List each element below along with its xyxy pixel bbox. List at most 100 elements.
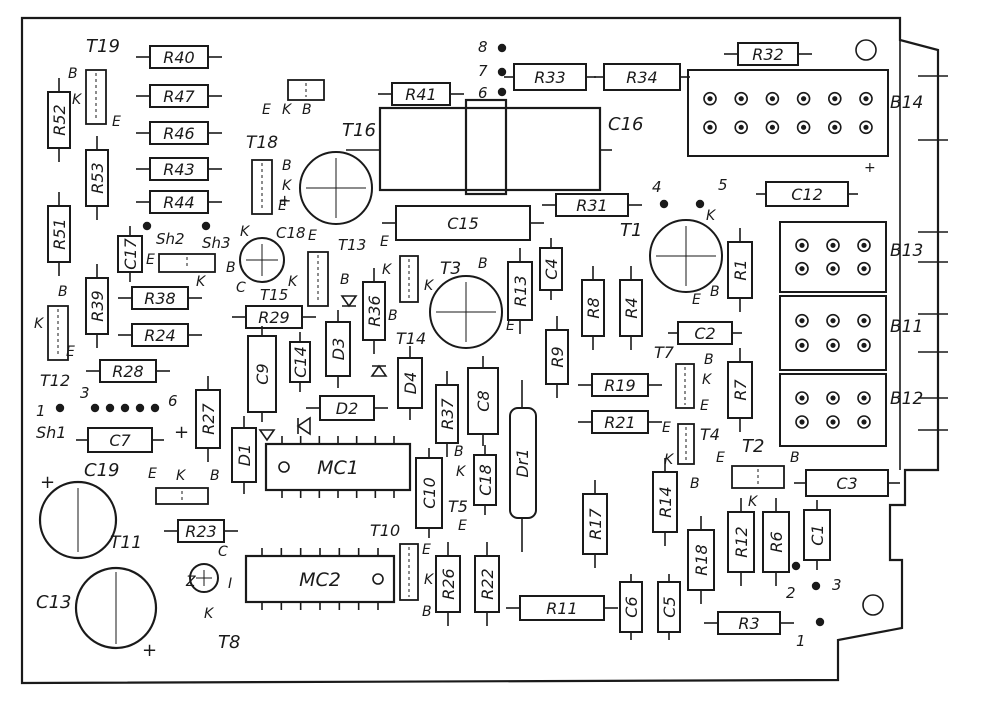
resistor-r19 — [578, 373, 662, 397]
resistor-label: R27 — [199, 402, 218, 434]
solder-pad — [659, 199, 669, 209]
transistor-label: T3 — [440, 259, 461, 279]
resistor-label: R39 — [88, 290, 107, 321]
pin-letter: K — [196, 274, 207, 290]
resistor-r7 — [727, 348, 753, 432]
transistor-label: T12 — [40, 371, 70, 390]
diode-label: D2 — [336, 399, 359, 418]
connector-b14 — [687, 69, 889, 157]
capacitor-label: C7 — [109, 431, 131, 450]
solder-pad — [135, 403, 145, 413]
resistor-r51 — [47, 192, 71, 276]
resistor-label: R12 — [732, 526, 751, 557]
connector-label: B13 — [890, 241, 923, 261]
transistor-label: T14 — [396, 329, 426, 348]
solder-pad — [105, 403, 115, 413]
resistor-r27 — [195, 376, 221, 462]
resistor-label: R26 — [439, 568, 458, 599]
resistor-label: R21 — [604, 413, 635, 432]
transistor-label: T11 — [110, 533, 142, 553]
pin-letter: E — [692, 292, 701, 308]
resistor-r12 — [727, 498, 755, 586]
resistor-r31 — [542, 193, 642, 217]
plus-mark: + — [142, 640, 157, 661]
solder-pad — [201, 221, 211, 231]
resistor-r3 — [704, 611, 794, 635]
pin-letter: C — [236, 280, 246, 296]
transistor-label: T13 — [338, 236, 366, 254]
transistor-t3 — [429, 275, 503, 349]
resistor-r53 — [85, 136, 109, 220]
pin-letter: K — [424, 278, 435, 294]
resistor-label: R3 — [738, 614, 759, 633]
pad-number: 3 — [80, 384, 90, 402]
resistor-label: R24 — [144, 326, 175, 345]
pin-letter: B — [790, 450, 800, 466]
pin-letter: B — [58, 284, 68, 300]
pad-number: 6 — [478, 84, 488, 102]
capacitor-c1 — [803, 500, 831, 570]
pin-letter: K — [282, 102, 293, 118]
capacitor-label: C18 — [476, 464, 495, 496]
transistor-label: T15 — [260, 286, 288, 304]
transistor-t8 — [189, 563, 219, 593]
pad-number: 5 — [718, 176, 728, 194]
pin-letter: E — [112, 114, 121, 130]
pin-letter: K — [702, 372, 713, 388]
resistor-r18 — [687, 516, 715, 604]
capacitor-label: C2 — [694, 324, 715, 343]
capacitor-c16 — [346, 98, 612, 196]
resistor-r36 — [362, 268, 386, 354]
pin-letter: K — [72, 92, 83, 108]
capacitor-c13 — [74, 566, 158, 650]
diode-d4 — [397, 346, 423, 420]
pin-letter: B — [302, 102, 312, 118]
resistor-label: R52 — [50, 104, 69, 135]
pin-letter: E — [700, 398, 709, 414]
transistor-t14 — [399, 255, 419, 303]
transistor-t4 — [677, 423, 695, 465]
transistor-label: T18 — [246, 133, 278, 153]
resistor-label: R47 — [163, 87, 195, 106]
pin-letter: B — [388, 308, 398, 324]
diode-label: D4 — [401, 372, 420, 395]
plus-mark: + — [174, 422, 189, 443]
capacitor-c17 — [117, 226, 143, 282]
pin-letter: B — [210, 468, 220, 484]
connector-label: Sh3 — [202, 234, 231, 252]
resistor-r52 — [47, 78, 71, 162]
transistor-label: T1 — [620, 220, 642, 241]
pin-letter: B — [422, 604, 432, 620]
pin-letter: K — [382, 262, 393, 278]
pin-letter: B — [710, 284, 720, 300]
transistor-label: T8 — [218, 632, 240, 653]
capacitor-label: C4 — [542, 258, 561, 279]
resistor-r39 — [85, 264, 109, 348]
resistor-label: R9 — [548, 346, 567, 367]
resistor-r9 — [545, 316, 569, 398]
resistor-r11 — [506, 595, 618, 621]
resistor-r8 — [581, 266, 605, 350]
capacitor-label: C18 — [276, 224, 306, 242]
resistor-label: R40 — [163, 48, 194, 67]
transistor-label: T16 — [342, 120, 376, 141]
capacitor-c2 — [668, 321, 742, 345]
pad-number: 6 — [168, 392, 178, 410]
connector-b12 — [779, 373, 887, 447]
resistor-r14 — [652, 458, 678, 546]
resistor-r47 — [136, 84, 222, 108]
chip-mc1 — [264, 436, 412, 498]
capacitor-label: C8 — [474, 390, 493, 411]
pin-letter: E — [146, 252, 155, 268]
plus-mark: + — [864, 160, 876, 176]
pad-number: 1 — [36, 402, 46, 420]
diode-label: D1 — [235, 444, 254, 467]
pin-letter: E — [66, 344, 75, 360]
resistor-label: R19 — [604, 376, 635, 395]
pin-letter: B — [704, 352, 714, 368]
capacitor-label: C13 — [36, 592, 71, 613]
edge-connectors — [687, 69, 948, 447]
board-outline — [20, 16, 940, 685]
diode-d1 — [231, 416, 257, 494]
